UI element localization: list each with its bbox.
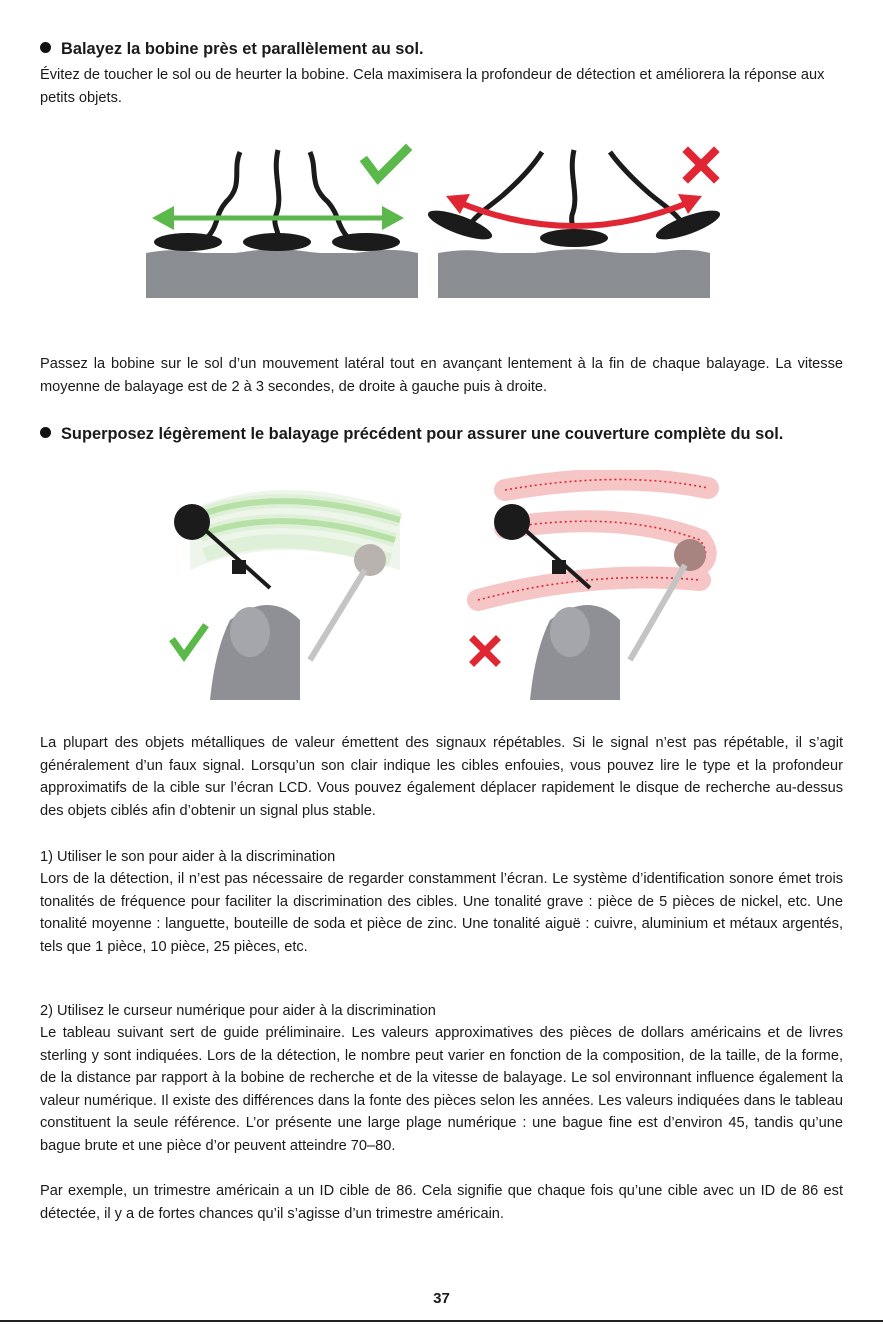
figure-overlap-correct	[169, 490, 402, 700]
ghost-coil	[674, 539, 706, 571]
section2-heading-text: Superposez légèrement le balayage précéd…	[61, 425, 784, 443]
figure-panel-wrong	[427, 146, 721, 298]
active-coil	[174, 504, 210, 540]
section1-body: Évitez de toucher le sol ou de heurter l…	[40, 67, 825, 106]
sweep-arrow-arc	[446, 194, 702, 229]
detector-coils	[427, 210, 721, 247]
section1-heading-text: Balayez la bobine près et parallèlement …	[61, 40, 424, 58]
figure-panel-correct	[146, 143, 418, 298]
checkmark-icon	[359, 143, 413, 185]
figure-overlap-wrong	[467, 470, 719, 700]
page-number: 37	[433, 1290, 450, 1307]
section1-heading: Balayez la bobine près et parallèlement …	[40, 38, 843, 60]
bottom-rule	[0, 1320, 883, 1322]
ground-block	[146, 253, 418, 298]
item1-title: 1) Utiliser le son pour aider à la discr…	[40, 849, 336, 865]
ground-block	[438, 253, 710, 298]
section2-heading: Superposez légèrement le balayage précéd…	[40, 423, 843, 445]
cross-icon	[682, 146, 720, 184]
bullet-icon	[40, 427, 51, 438]
ghost-coil	[354, 544, 386, 576]
item2-body: Le tableau suivant sert de guide prélimi…	[40, 1025, 843, 1154]
bullet-icon	[40, 42, 51, 53]
detector-coils	[154, 233, 400, 251]
item2-example: Par exemple, un trimestre américain a un…	[40, 1183, 843, 1222]
sweep-arrow-straight	[152, 206, 404, 230]
figure-sweep-parallel	[146, 143, 721, 298]
sweep-paragraph: Passez la bobine sur le sol d’un mouveme…	[40, 356, 843, 395]
signals-paragraph: La plupart des objets métalliques de val…	[40, 735, 843, 819]
figure-overlap	[169, 470, 719, 700]
item2-title: 2) Utilisez le curseur numérique pour ai…	[40, 1003, 436, 1019]
detector-shafts	[203, 149, 352, 242]
checkmark-icon	[169, 623, 209, 663]
cross-icon	[469, 635, 501, 667]
item1-body: Lors de la détection, il n’est pas néces…	[40, 871, 843, 955]
active-coil	[494, 504, 530, 540]
